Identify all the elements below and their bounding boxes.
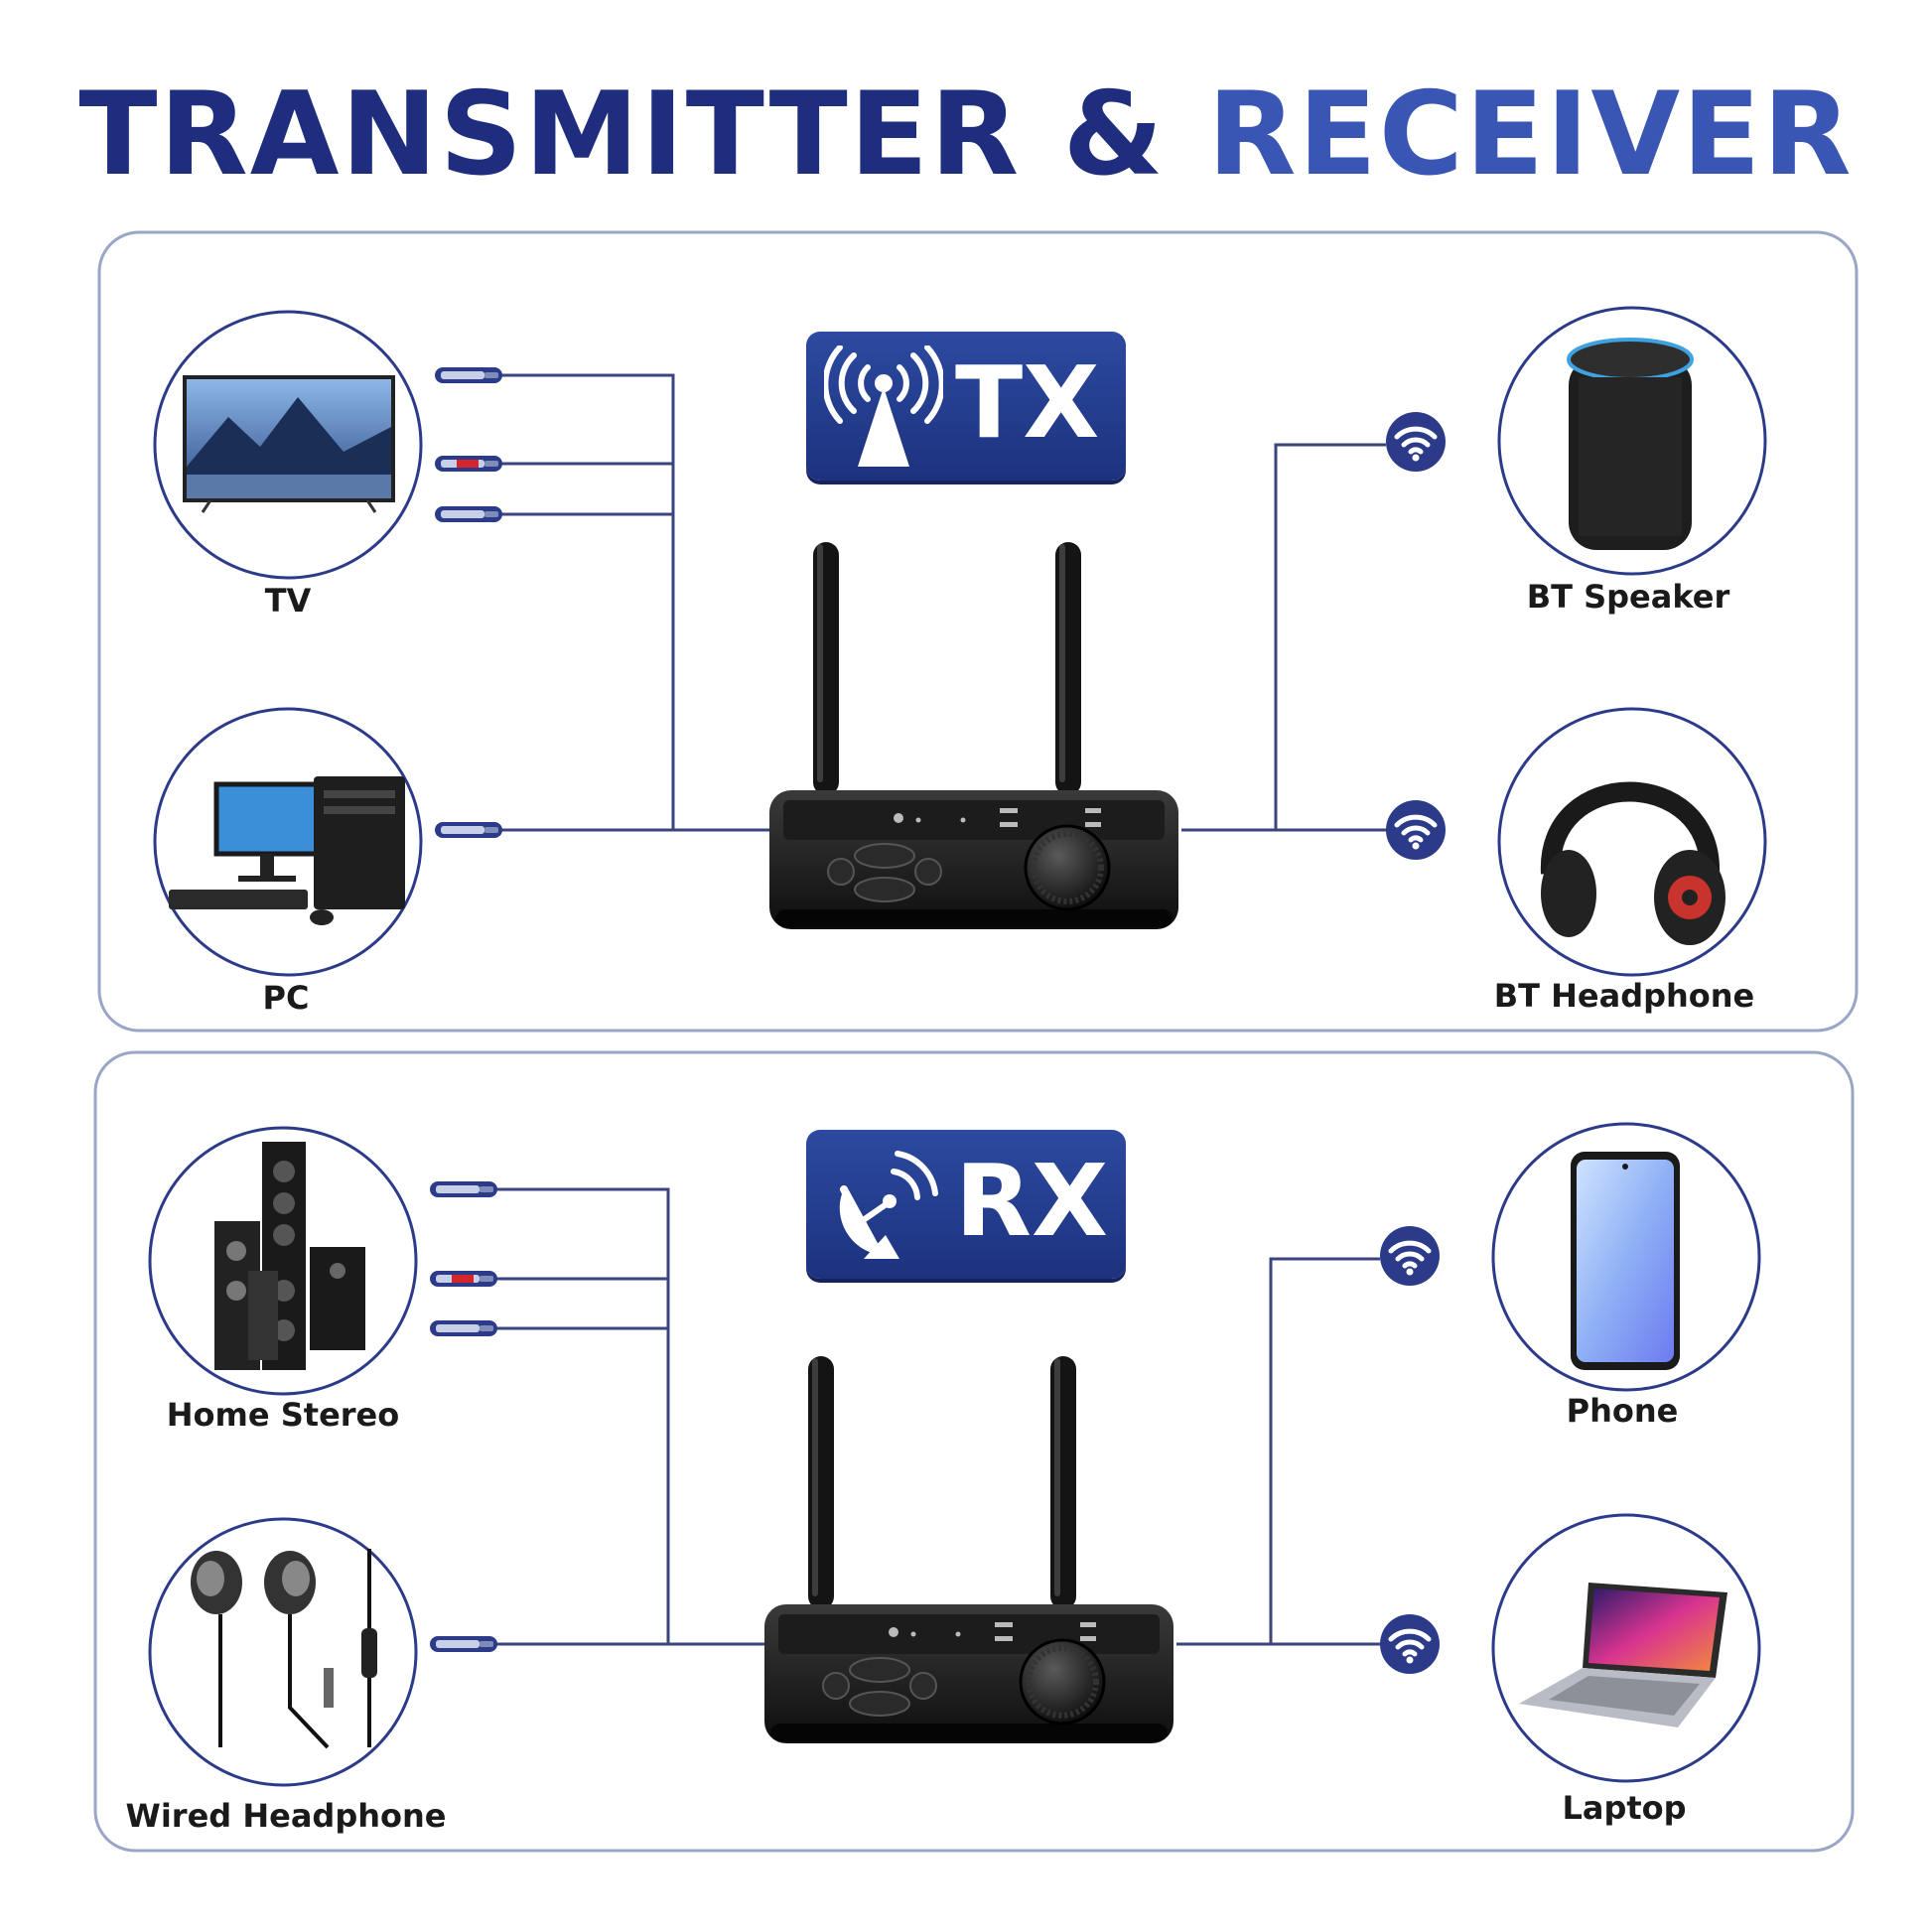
bt-speaker-label: BT Speaker: [1526, 578, 1730, 616]
bt-headphone-label: BT Headphone: [1493, 977, 1755, 1015]
tx-connection-lines: [501, 373, 1386, 832]
tx-badge-label: TX: [955, 345, 1100, 461]
earphones-icon: [148, 1517, 418, 1787]
tv-icon: [153, 310, 423, 580]
page-title: TRANSMITTER & RECEIVER: [0, 77, 1932, 193]
rx-connection-lines: [496, 1187, 1380, 1646]
bluetooth-wireless-icon: [1380, 1226, 1440, 1286]
rx-panel: [93, 1050, 1855, 1853]
rca-white-plug-icon: [435, 367, 502, 383]
optical-plug-icon: [435, 506, 502, 522]
smartphone-icon: [1491, 1122, 1761, 1392]
aux-plug-icon: [435, 822, 502, 838]
tv-label: TV: [264, 582, 312, 620]
phone-label: Phone: [1566, 1392, 1679, 1430]
bluetooth-wireless-icon: [1386, 800, 1446, 860]
pc-label: PC: [262, 979, 310, 1017]
title-transmitter: TRANSMITTER: [78, 68, 1022, 202]
headphone-icon: [1497, 707, 1767, 977]
antenna-broadcast-icon: [824, 345, 943, 467]
tx-transceiver-device: [769, 542, 1178, 929]
rca-white-plug-icon: [430, 1181, 497, 1197]
satellite-dish-icon: [839, 1151, 938, 1259]
aux-plug-icon: [430, 1636, 497, 1652]
laptop-icon: [1491, 1513, 1761, 1783]
smart-speaker-icon: [1497, 306, 1767, 576]
title-ampersand: &: [1062, 68, 1166, 202]
optical-plug-icon: [430, 1320, 497, 1336]
rx-badge: RX: [806, 1130, 1126, 1279]
bluetooth-wireless-icon: [1386, 412, 1446, 472]
rx-badge-label: RX: [955, 1143, 1109, 1259]
tx-panel: [97, 230, 1859, 1033]
home-stereo-label: Home Stereo: [166, 1396, 400, 1434]
title-receiver: RECEIVER: [1207, 68, 1854, 202]
desktop-pc-icon: [153, 707, 423, 977]
wired-headphone-label: Wired Headphone: [125, 1797, 447, 1835]
tx-badge: TX: [806, 332, 1126, 481]
speaker-tower-icon: [148, 1126, 418, 1396]
bluetooth-wireless-icon: [1380, 1614, 1440, 1674]
laptop-label: Laptop: [1562, 1789, 1687, 1827]
rx-transceiver-device: [764, 1356, 1173, 1743]
